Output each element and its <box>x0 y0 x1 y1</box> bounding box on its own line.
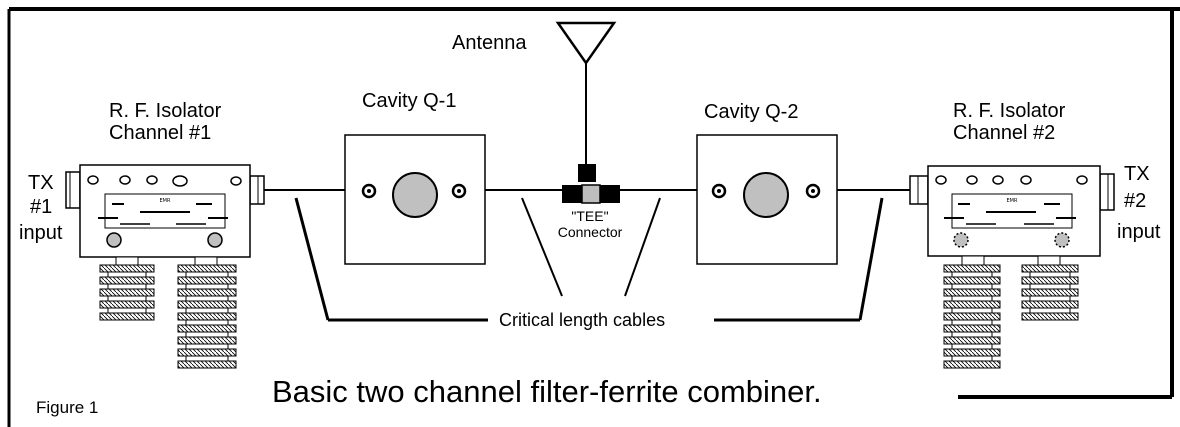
tee-connector <box>562 164 620 204</box>
antenna-label: Antenna <box>452 32 527 54</box>
cavity-q1 <box>344 134 486 265</box>
tx1-label-line2: #1 <box>30 196 53 218</box>
tx1-label-line1: TX <box>28 172 54 194</box>
cable-pointers-center <box>521 197 661 297</box>
isolator1-label-line2: Channel #1 <box>109 122 212 144</box>
cable-bracket-right <box>714 197 884 322</box>
isolator2-label-line1: R. F. Isolator <box>953 100 1066 122</box>
cavity-q2 <box>696 134 838 265</box>
diagram-caption: Basic two channel filter-ferrite combine… <box>272 374 822 409</box>
svg-text:EMR: EMR <box>1007 198 1018 204</box>
svg-text:EMR: EMR <box>160 198 171 204</box>
tx2-label-line3: input <box>1117 221 1161 243</box>
isolator2-label-line2: Channel #2 <box>953 122 1056 144</box>
rf-isolator-2: EMR <box>909 165 1115 257</box>
figure-border <box>7 7 1180 427</box>
antenna-symbol <box>555 21 617 170</box>
cable-bracket-left <box>294 197 488 322</box>
heatsink-2a <box>943 255 1001 369</box>
heatsink-1b <box>177 256 237 369</box>
tee-label-line2: Connector <box>557 224 623 240</box>
figure-number: Figure 1 <box>36 398 99 417</box>
isolator1-label-line1: R. F. Isolator <box>109 100 222 122</box>
cavity-q2-label: Cavity Q-2 <box>704 101 799 123</box>
heatsink-1a <box>99 256 155 321</box>
tx2-label-line2: #2 <box>1124 190 1147 212</box>
rf-isolator-1: EMR <box>65 164 265 258</box>
tx2-label-line1: TX <box>1124 163 1150 185</box>
tee-label-line1: "TEE" <box>571 208 609 224</box>
tx1-label-line3: input <box>19 222 63 244</box>
critical-cables-label: Critical length cables <box>497 310 668 331</box>
heatsink-2b <box>1021 255 1079 321</box>
cavity-q1-label: Cavity Q-1 <box>362 90 457 112</box>
